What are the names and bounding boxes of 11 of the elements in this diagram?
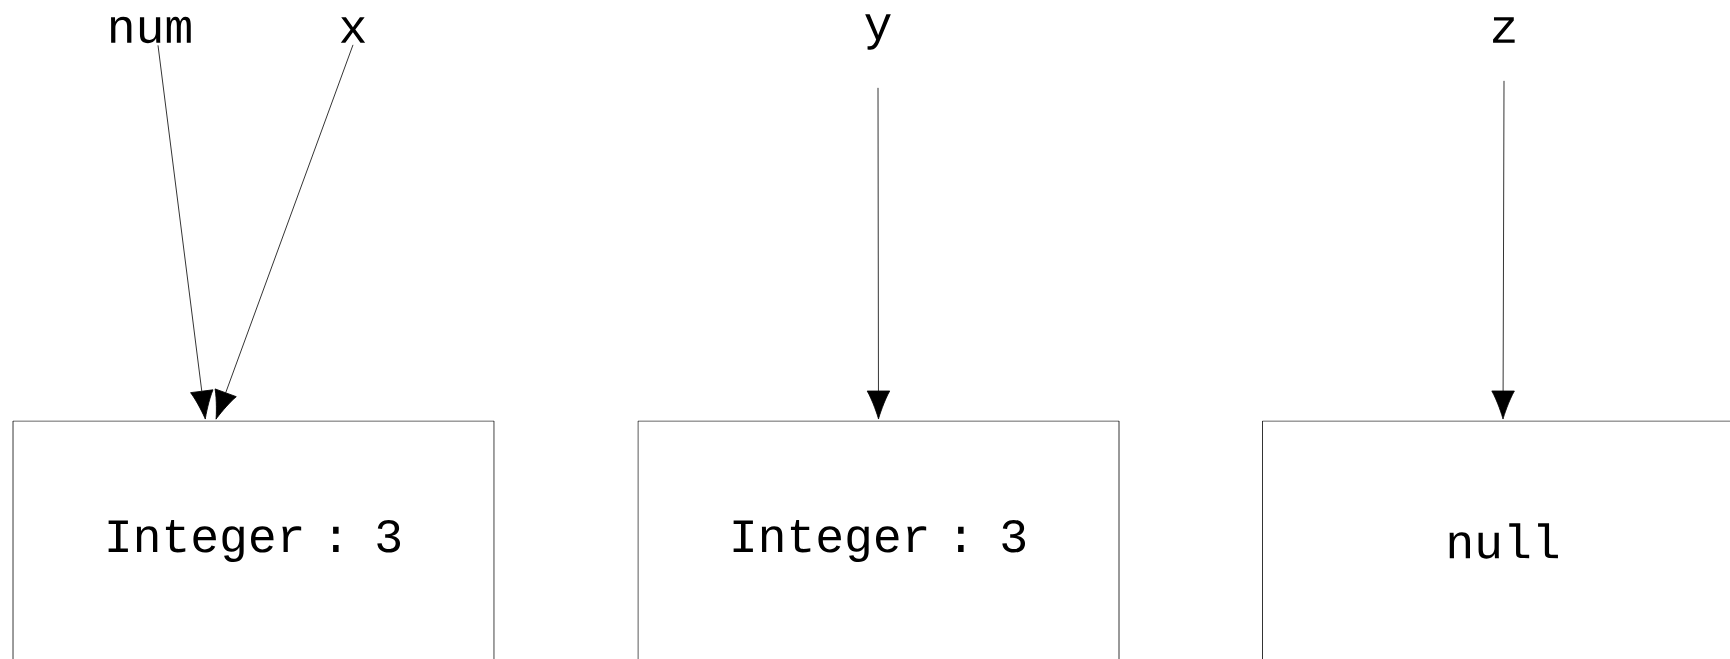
arrow [214,44,354,420]
variable-label: z [1493,17,1515,43]
object-box: Integer : 3 [637,420,1120,659]
object-box: Integer : 3 [12,420,495,659]
variable-label: y [865,14,891,50]
arrow [1491,80,1515,420]
arrow [866,87,891,420]
arrow [157,44,214,420]
object-box: null [1262,420,1730,659]
variable-label: num [111,16,191,44]
variable-label: x [340,17,366,43]
